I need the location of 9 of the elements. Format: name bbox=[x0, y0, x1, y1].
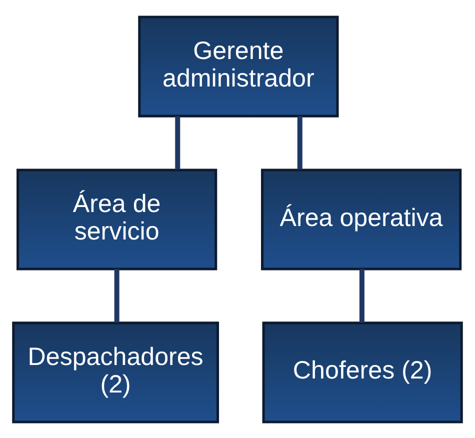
connector bbox=[114, 268, 120, 322]
connector bbox=[297, 116, 302, 170]
node-box: Área operativa bbox=[261, 168, 462, 270]
node-box: Choferes (2) bbox=[262, 321, 463, 423]
node-box: Gerente administrador bbox=[138, 15, 339, 117]
node-box: Área de servicio bbox=[16, 168, 218, 270]
node-box: Despachadores (2) bbox=[12, 321, 219, 423]
connector bbox=[359, 268, 364, 322]
connector bbox=[175, 116, 180, 170]
